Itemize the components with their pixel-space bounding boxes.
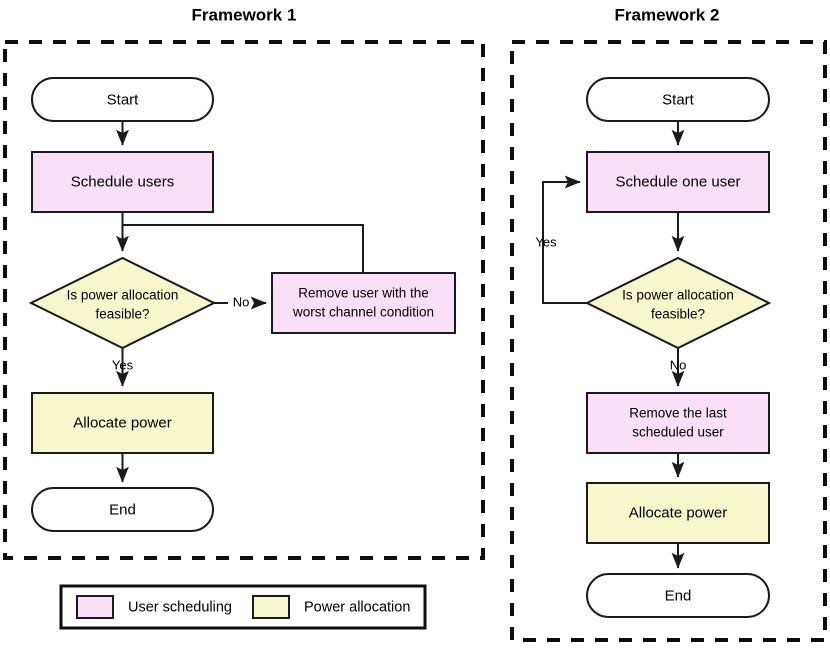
f2-remove-last-label-line1: Remove the last (629, 406, 727, 421)
f1-schedule-users-label: Schedule users (71, 173, 174, 190)
f1-edge-label-yes: Yes (112, 357, 134, 372)
f2-remove-last-label-line2: scheduled user (632, 425, 724, 440)
f2-end-label: End (665, 587, 692, 604)
f1-remove-user-node (271, 272, 456, 334)
f1-decision-label-line2: feasible? (95, 307, 149, 322)
f2-allocate-power-label: Allocate power (629, 504, 727, 521)
framework-1-title: Framework 1 (192, 5, 297, 24)
legend-container (59, 584, 427, 630)
f2-schedule-one-user-label: Schedule one user (615, 173, 740, 190)
f2-edge-label-no: No (670, 357, 687, 372)
legend-swatch-user-scheduling (76, 595, 114, 619)
f2-allocate-power-node (586, 482, 770, 544)
f2-edge-yes-feedback (542, 175, 587, 304)
f1-decision-label-line1: Is power allocation (67, 288, 179, 303)
f2-edge-label-yes: Yes (535, 234, 557, 249)
f1-allocate-power-label: Allocate power (73, 414, 171, 431)
f2-decision-node (584, 256, 772, 350)
framework-2-title: Framework 2 (615, 5, 720, 24)
f2-decision-label-line2: feasible? (651, 307, 705, 322)
f2-end-node (586, 573, 770, 618)
f1-remove-user-label-line2: worst channel condition (292, 305, 434, 320)
legend-swatch-power-allocation (252, 595, 290, 619)
f2-remove-last-node (586, 392, 770, 454)
f1-decision-node (28, 256, 217, 350)
f2-schedule-one-user-node (586, 151, 770, 213)
framework-1-container (3, 40, 485, 560)
f1-end-node (31, 487, 214, 532)
f2-start-label: Start (662, 91, 695, 108)
legend-label-power-allocation: Power allocation (304, 599, 410, 615)
f1-end-label: End (109, 501, 136, 518)
f1-allocate-power-node (31, 392, 214, 454)
f1-remove-user-label-line1: Remove user with the (298, 286, 429, 301)
f1-schedule-users-node (31, 151, 214, 213)
f1-start-label: Start (107, 91, 140, 108)
legend-label-user-scheduling: User scheduling (128, 599, 232, 615)
f2-decision-label-line1: Is power allocation (622, 288, 734, 303)
f1-edge-remove-to-decision-feedback (122, 224, 364, 273)
f1-edge-label-no: No (233, 294, 250, 309)
framework-2-container (510, 40, 827, 642)
